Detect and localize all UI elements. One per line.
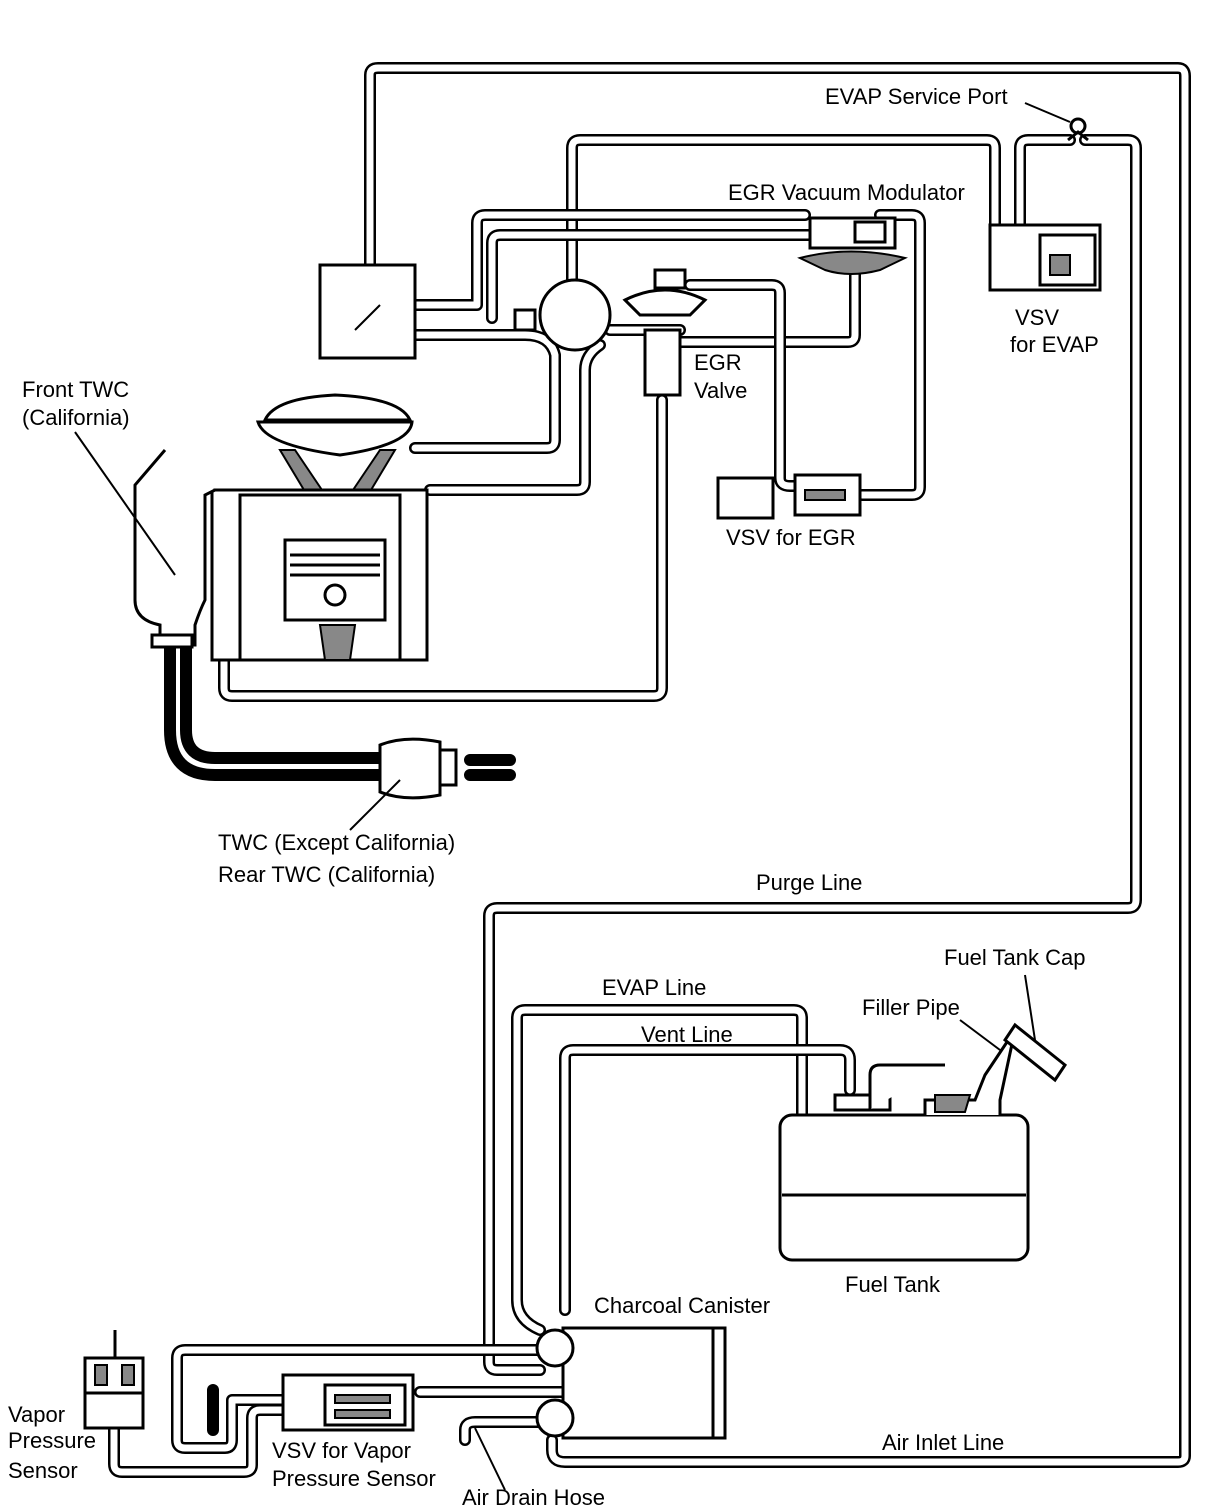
vsv-egr-icon — [716, 473, 862, 520]
label-vsv-evap-2: for EVAP — [1010, 332, 1099, 357]
engine-icon — [210, 393, 429, 662]
egr-valve-icon — [622, 268, 708, 397]
evap-service-port-icon — [1067, 117, 1089, 142]
vsv-evap-icon — [988, 223, 1102, 292]
charcoal-canister-icon — [535, 1326, 727, 1440]
front-twc-icon — [133, 449, 216, 649]
label-vsv-evap-1: VSV — [1015, 305, 1059, 330]
label-fuel-tank: Fuel Tank — [845, 1272, 941, 1297]
label-twc-2: Rear TWC (California) — [218, 862, 435, 887]
label-evap-service-port: EVAP Service Port — [825, 84, 1008, 109]
label-fuel-tank-cap: Fuel Tank Cap — [944, 945, 1085, 970]
label-vapor-sensor-1: Vapor — [8, 1402, 65, 1427]
hoses — [108, 62, 1191, 1478]
label-charcoal-canister: Charcoal Canister — [594, 1293, 770, 1318]
label-egr-valve-1: EGR — [694, 350, 742, 375]
leader-lines — [74, 102, 1071, 1491]
intake-plenum — [538, 278, 612, 352]
label-vsv-vapor-1: VSV for Vapor — [272, 1438, 411, 1463]
label-twc-1: TWC (Except California) — [218, 830, 455, 855]
fuel-tank-icon — [778, 1022, 1068, 1262]
label-front-twc-1: Front TWC — [22, 377, 129, 402]
label-egr-vacuum-modulator: EGR Vacuum Modulator — [728, 180, 965, 205]
label-vapor-sensor-3: Sensor — [8, 1458, 78, 1483]
label-egr-valve-2: Valve — [694, 378, 747, 403]
vapor-pressure-sensor-icon — [83, 1356, 145, 1430]
label-vsv-egr: VSV for EGR — [726, 525, 856, 550]
vsv-vapor-pressure-sensor-icon — [281, 1373, 415, 1432]
label-purge-line: Purge Line — [756, 870, 862, 895]
egr-vacuum-modulator-icon — [797, 216, 908, 275]
label-air-drain-hose: Air Drain Hose — [462, 1485, 605, 1510]
label-vsv-vapor-2: Pressure Sensor — [272, 1466, 436, 1491]
label-front-twc-2: (California) — [22, 405, 130, 430]
label-air-inlet-line: Air Inlet Line — [882, 1430, 1004, 1455]
label-filler-pipe: Filler Pipe — [862, 995, 960, 1020]
label-evap-line: EVAP Line — [602, 975, 706, 1000]
label-vapor-sensor-2: Pressure — [8, 1428, 96, 1453]
rear-twc-icon — [378, 737, 458, 800]
control-box — [318, 263, 417, 360]
label-vent-line: Vent Line — [641, 1022, 733, 1047]
